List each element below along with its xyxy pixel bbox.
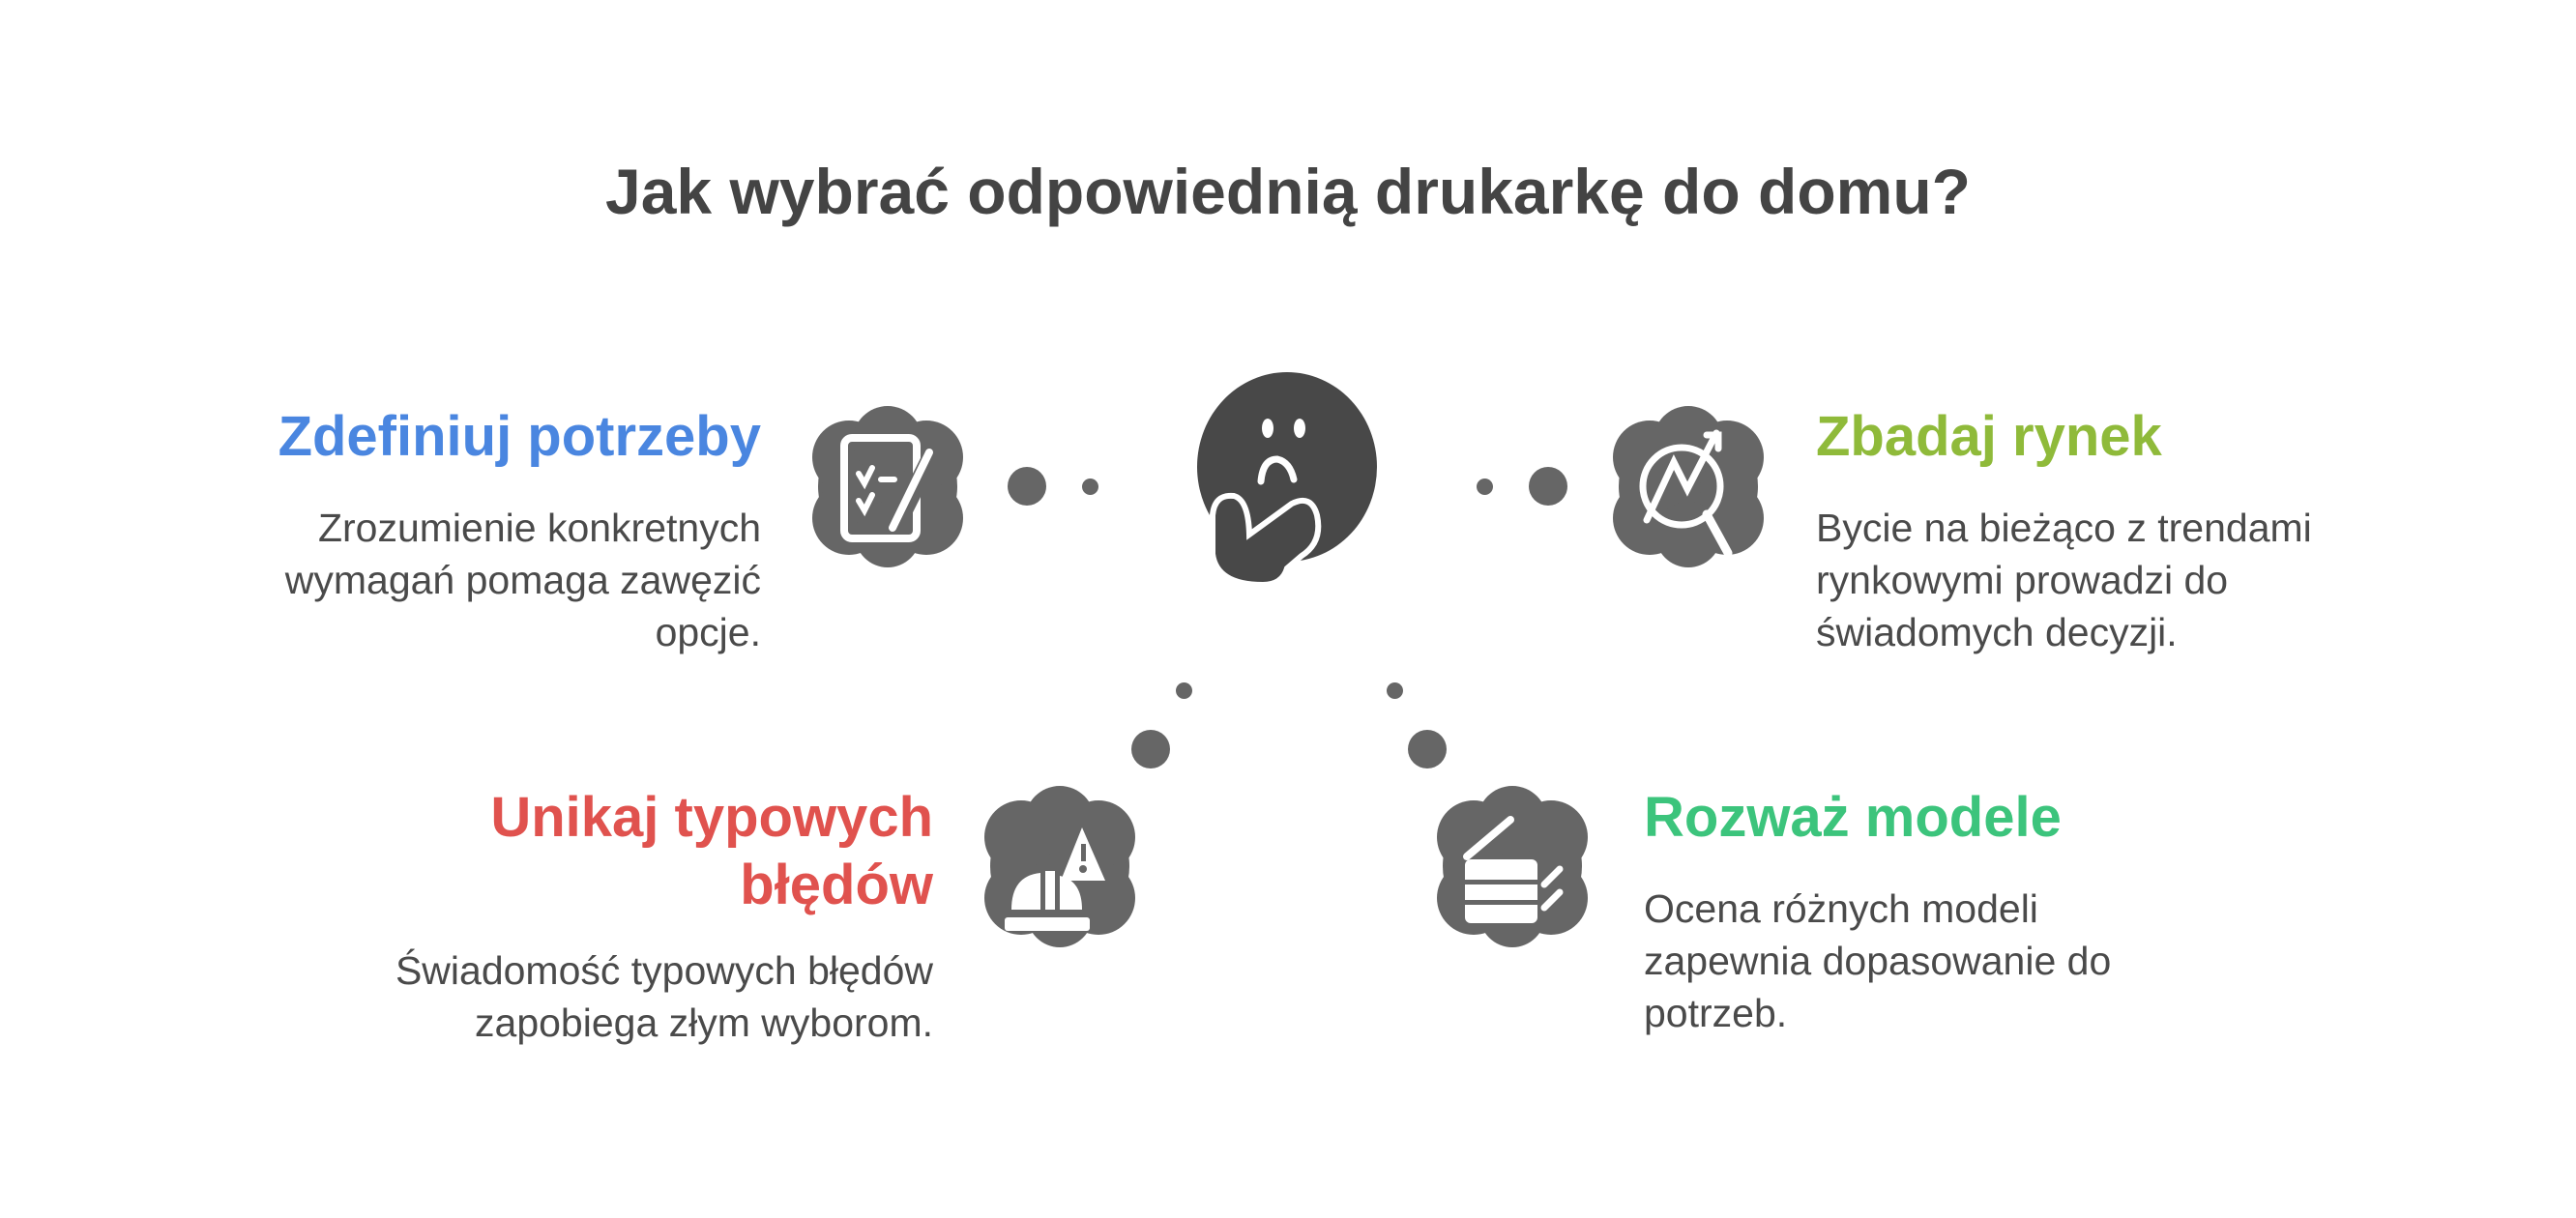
item-heading: Zbadaj rynek [1816, 405, 2162, 468]
item-heading: Zdefiniuj potrzeby [278, 405, 761, 468]
item-heading: Rozważ modele [1644, 786, 2062, 849]
item-description-line: potrzeb. [1644, 991, 1788, 1035]
connector-dot [1131, 730, 1170, 768]
item-research-market: Zbadaj rynek Bycie na bieżąco z trendami… [1816, 403, 2493, 658]
printer-icon [1437, 786, 1588, 947]
connector-dot [1082, 478, 1098, 495]
item-description-line: zapobiega złym wyborom. [475, 1000, 933, 1045]
item-description-line: rynkowymi prowadzi do [1816, 558, 2229, 602]
item-description-line: wymagań pomaga zawęzić [284, 558, 761, 602]
item-description-line: Bycie na bieżąco z trendami [1816, 506, 2312, 550]
item-heading-line: Unikaj typowych [490, 786, 933, 849]
item-description-line: zapewnia dopasowanie do [1644, 939, 2112, 983]
page-title: Jak wybrać odpowiednią drukarkę do domu? [605, 156, 1971, 227]
item-description-line: świadomych decyzji. [1816, 610, 2178, 654]
item-description-line: Zrozumienie konkretnych [317, 506, 761, 550]
item-heading-line: błędów [740, 854, 933, 916]
connector-dot [1529, 467, 1567, 506]
connector-dot [1477, 478, 1493, 495]
thinking-face-icon [1197, 372, 1377, 589]
checklist-icon [812, 406, 963, 567]
item-avoid-mistakes: Unikaj typowych błędów Świadomość typowy… [256, 784, 933, 1049]
market-trend-icon [1613, 406, 1764, 567]
connector-dot [1008, 467, 1046, 506]
item-description-line: opcje. [655, 610, 761, 654]
item-define-needs: Zdefiniuj potrzeby Zrozumienie konkretny… [84, 403, 761, 658]
item-description-line: Ocena różnych modeli [1644, 886, 2038, 931]
connector-dot [1387, 682, 1403, 699]
item-description-line: Świadomość typowych błędów [395, 948, 933, 993]
warning-hardhat-icon [984, 786, 1135, 947]
item-consider-models: Rozważ modele Ocena różnych modeli zapew… [1644, 784, 2321, 1039]
connector-dot [1408, 730, 1447, 768]
connector-dot [1176, 682, 1192, 699]
